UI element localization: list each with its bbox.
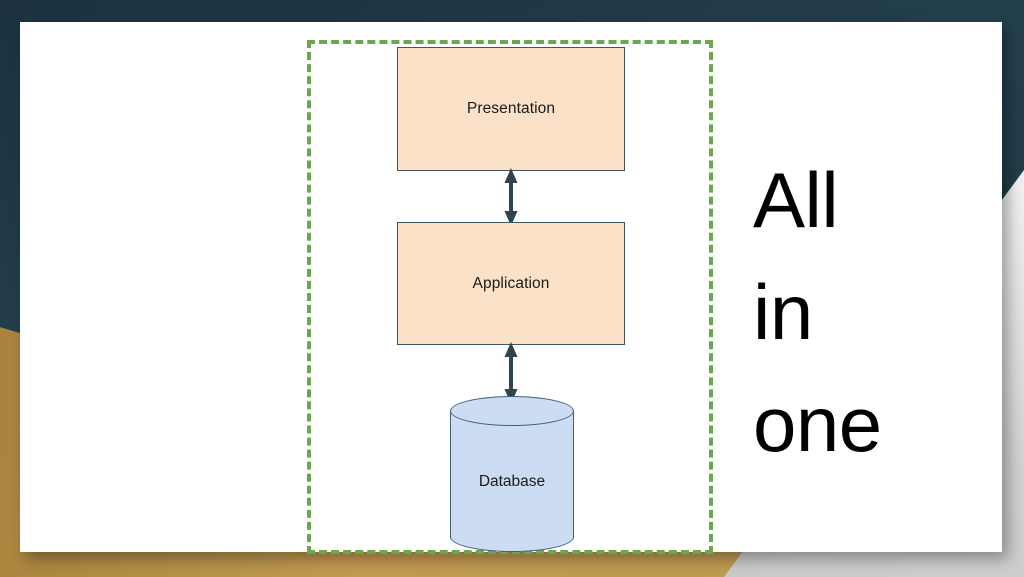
headline-line-1: All <box>753 156 839 244</box>
tier-label-application: Application <box>472 274 550 292</box>
headline-all-in-one: All in one <box>753 144 993 480</box>
tier-box-application[interactable]: Application <box>397 222 625 345</box>
connector-application-database <box>504 342 518 404</box>
slide-canvas: Presentation Application Database All in… <box>20 22 1002 554</box>
tier-label-presentation: Presentation <box>466 100 556 117</box>
headline-line-3: one <box>753 380 882 468</box>
headline-line-2: in <box>753 268 813 356</box>
database-cylinder-top <box>450 396 574 426</box>
tier-label-database: Database <box>478 473 546 490</box>
database-cylinder[interactable]: Database <box>450 396 574 552</box>
connector-presentation-application <box>504 168 518 226</box>
all-in-one-boundary <box>307 40 713 554</box>
database-cylinder-body <box>450 410 574 538</box>
tier-box-presentation[interactable]: Presentation <box>397 47 625 171</box>
